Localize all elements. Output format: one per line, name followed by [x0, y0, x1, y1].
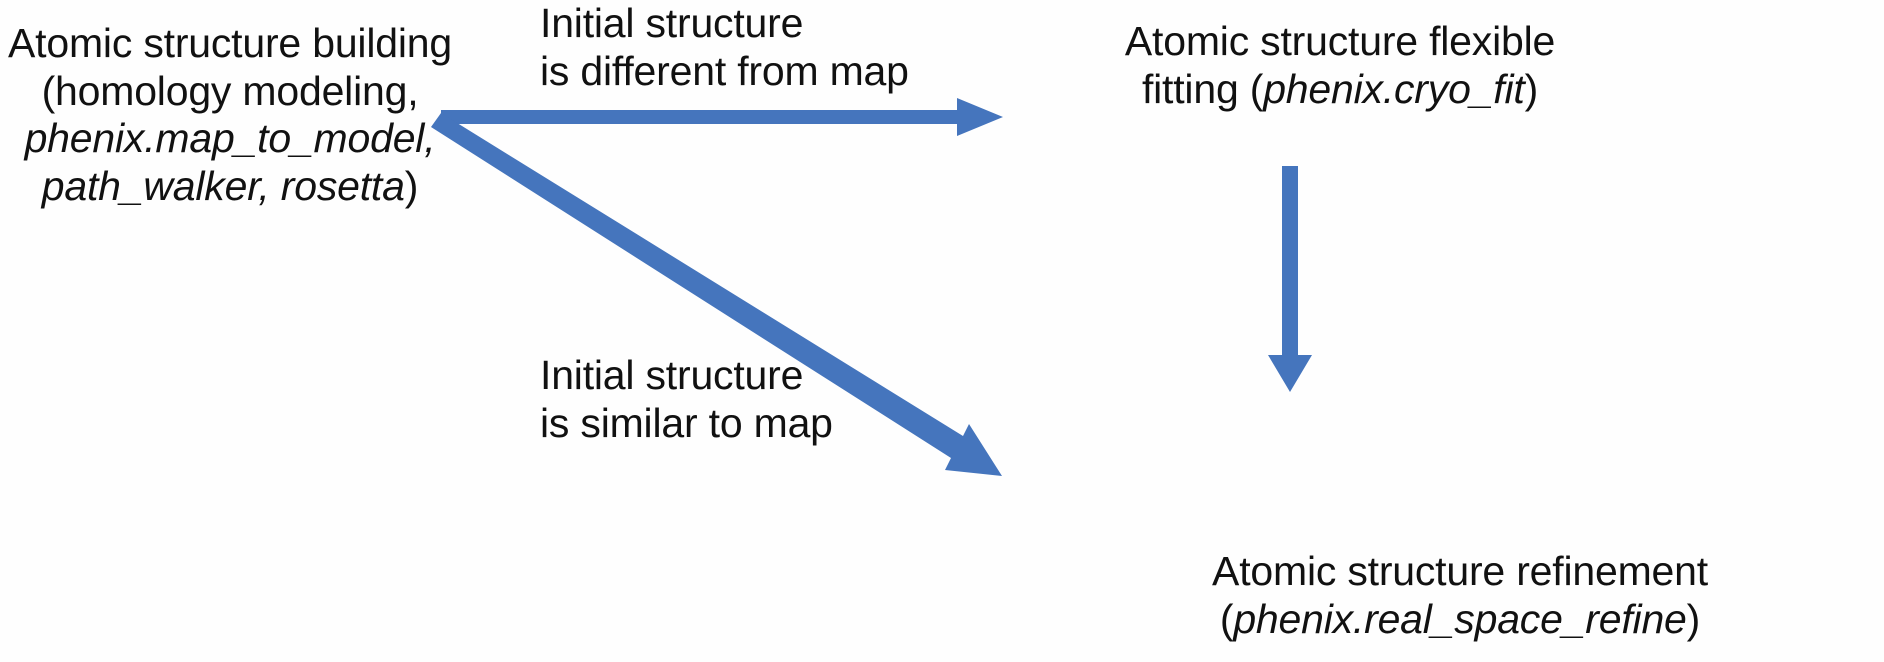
edge-label-line: is different from map [540, 47, 909, 94]
edge-label-similar-to-map: Initial structure is similar to map [540, 352, 920, 447]
node-line-prefix: ( [1219, 595, 1234, 642]
edge-label-different-from-map: Initial structure is different from map [540, 0, 920, 95]
node-line: Atomic structure flexible [1124, 18, 1556, 64]
edge-label-line: Initial structure [540, 0, 804, 46]
node-line: Atomic structure refinement [1212, 548, 1708, 594]
node-line: phenix.map_to_model, [24, 115, 436, 162]
node-line-italic-part: phenix.cryo_fit [1263, 65, 1525, 112]
node-line-suffix: ) [1686, 595, 1701, 642]
node-line-suffix: ) [1524, 65, 1539, 112]
node-line-suffix: ) [404, 162, 419, 209]
node-line: Atomic structure building [8, 20, 452, 66]
node-line: (phenix.real_space_refine) [1040, 596, 1880, 644]
node-atomic-structure-refinement: Atomic structure refinement (phenix.real… [1040, 548, 1880, 643]
node-line-italic-part: phenix.real_space_refine [1233, 595, 1687, 642]
edge-label-line: Initial structure [540, 352, 804, 398]
node-line: fitting (phenix.cryo_fit) [1060, 66, 1620, 114]
node-atomic-structure-building: Atomic structure building (homology mode… [0, 20, 460, 210]
node-line-prefix: fitting ( [1141, 65, 1264, 112]
edge-label-line: is similar to map [540, 399, 833, 446]
node-line: path_walker, rosetta) [0, 163, 460, 211]
node-atomic-structure-flexible-fitting: Atomic structure flexible fitting (pheni… [1060, 18, 1620, 113]
node-line: (homology modeling, [41, 67, 419, 114]
arrow-flexible-fitting-to-refinement [1268, 166, 1312, 392]
node-line-italic-part: path_walker, rosetta [41, 162, 405, 209]
arrow-building-to-flexible-fitting [441, 98, 1003, 136]
